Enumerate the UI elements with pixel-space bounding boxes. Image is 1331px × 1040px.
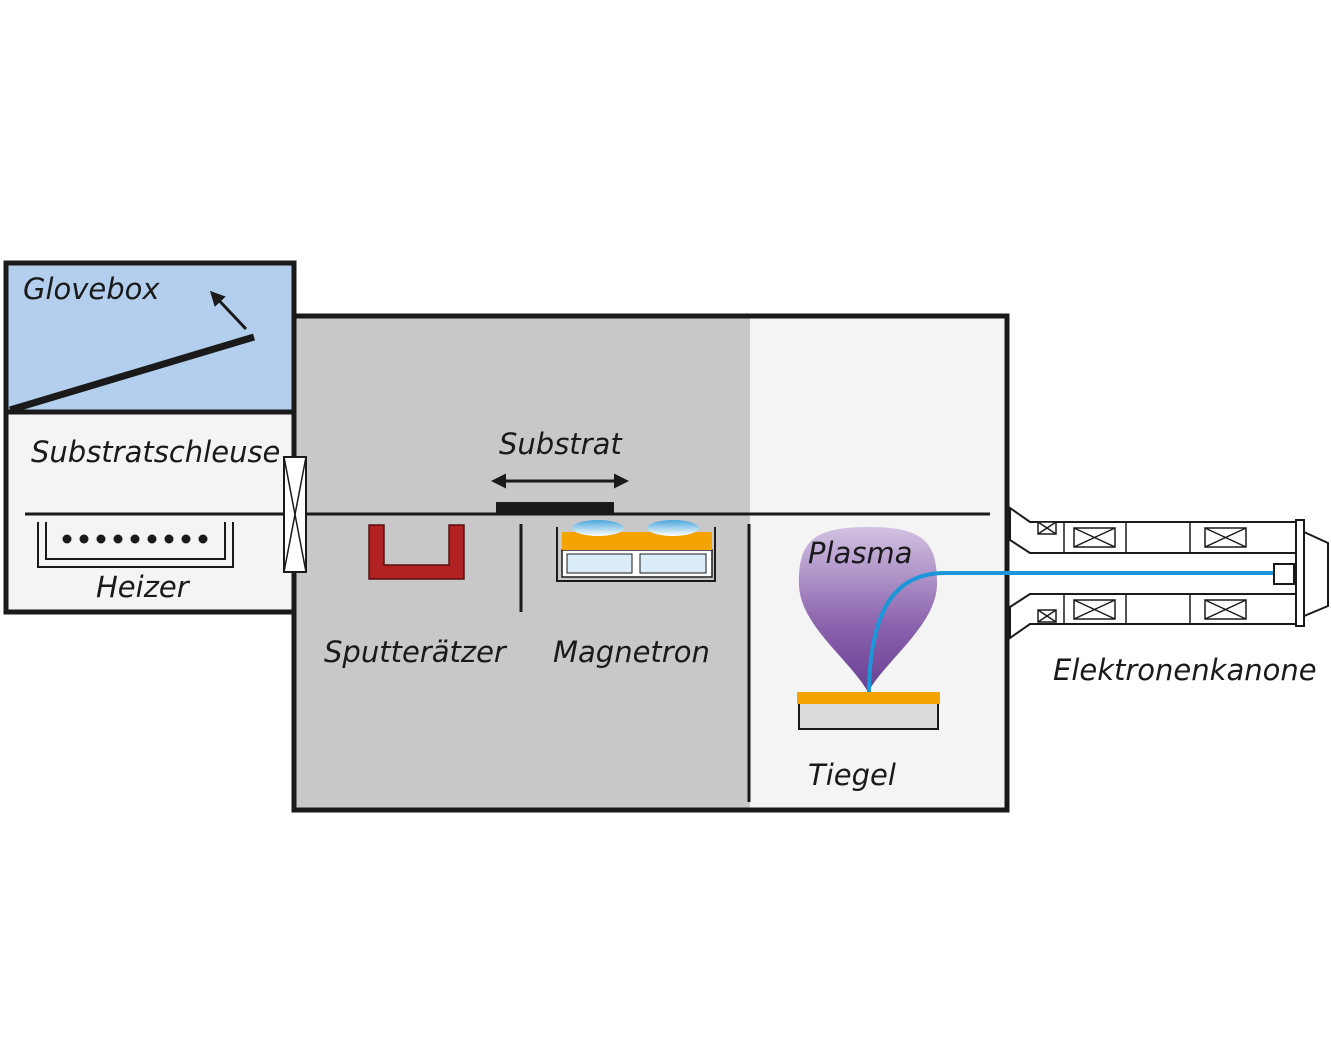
elektronenkanone-label: Elektronenkanone (1053, 653, 1317, 687)
sputteraetzer-label: Sputterätzer (324, 635, 508, 669)
crucible (797, 692, 940, 730)
magnetron-erosion-right (647, 520, 699, 536)
substrate-lock (6, 412, 294, 612)
glovebox-arrow-icon (209, 290, 248, 331)
tiegel-label: Tiegel (808, 758, 896, 792)
substrate-plate (496, 502, 614, 514)
plasma-plume (798, 527, 938, 692)
crucible-body (798, 702, 939, 730)
magnetron-label: Magnetron (553, 635, 710, 669)
magnetron (556, 520, 716, 582)
glovebox-lock-outline (3, 260, 297, 615)
electron-gun-cathode (1273, 563, 1295, 585)
magnetron-magnet-left (566, 553, 633, 574)
electron-gun (1009, 506, 1329, 640)
gate-valve (283, 456, 307, 573)
substrate (491, 473, 629, 514)
substrat-label: Substrat (499, 427, 623, 461)
magnetron-erosion-left (572, 520, 624, 536)
magnetron-target (562, 532, 712, 550)
electron-beam (867, 571, 1274, 693)
magnetron-housing (556, 527, 716, 582)
substratschleuse-label: Substratschleuse (31, 435, 280, 469)
plasma-label: Plasma (808, 536, 912, 570)
glovebox-lock-unit (3, 260, 297, 615)
heater-tray-inner (45, 522, 226, 560)
heizer-label: Heizer (96, 570, 191, 604)
heater-elements (62, 534, 208, 544)
glovebox-glove-arm (8, 333, 256, 414)
electron-gun-rear-flange (1295, 519, 1305, 627)
crucible-material (797, 692, 940, 704)
heater (37, 522, 234, 568)
sputter-etcher (368, 524, 465, 580)
electron-gun-cap (1303, 530, 1329, 618)
magnetron-magnet-right (639, 553, 707, 574)
coil-icon (1037, 521, 1247, 623)
glovebox-label: Glovebox (23, 272, 160, 306)
heater-tray-outer (37, 522, 234, 568)
